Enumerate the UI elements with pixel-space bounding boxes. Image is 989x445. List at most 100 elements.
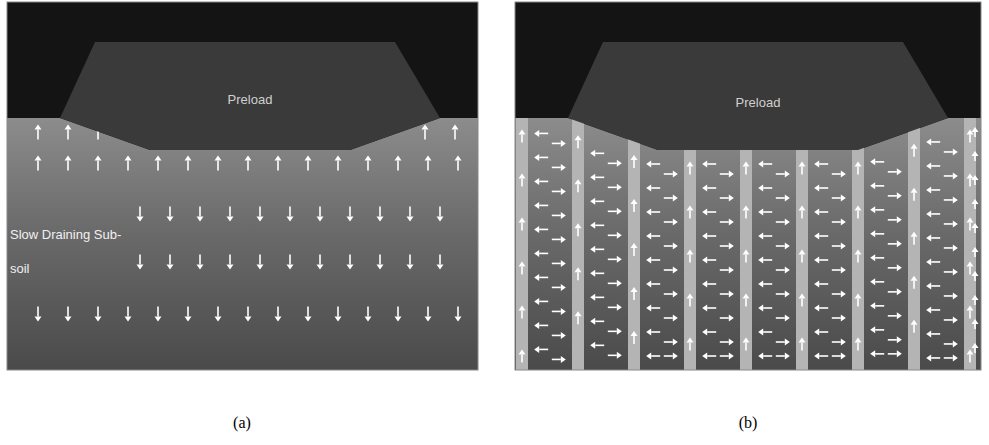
arrow-head [185,317,192,322]
arrow-shaft [969,223,971,231]
arrow-head [870,158,875,165]
vertical-drain [796,118,808,370]
arrow-shaft [707,307,716,309]
arrow-head [455,156,462,161]
flow-arrow [855,294,862,307]
flow-arrow [776,339,790,346]
flow-arrow [855,338,862,351]
arrow-head [646,161,651,168]
arrow-head [814,353,819,360]
arrow-shaft [931,285,940,287]
arrow-head [590,198,595,205]
arrow-head [561,332,566,339]
arrow-head [855,250,862,255]
arrow-shaft [944,271,953,273]
arrow-head [953,268,958,275]
flow-arrow [814,353,828,360]
arrow-head [729,195,734,202]
arrow-shaft [801,343,803,351]
arrow-head [926,210,931,217]
arrow-shaft [139,255,141,265]
arrow-head [287,265,294,270]
arrow-head [785,171,790,178]
arrow-shaft [664,221,673,223]
flow-arrow [758,233,772,240]
arrow-shaft [875,161,884,163]
flow-arrow [575,311,582,324]
flow-arrow [664,219,678,226]
arrow-head [841,171,846,178]
arrow-head [911,320,918,325]
flow-arrow [552,212,566,219]
arrow-shaft [689,255,691,263]
flow-arrow [365,307,372,322]
arrow-head [167,217,174,222]
arrow-head [897,312,902,319]
flow-arrow [702,329,716,336]
arrow-head [841,267,846,274]
arrow-head [377,217,384,222]
arrow-head [95,317,102,322]
flow-arrow [758,185,772,192]
flow-arrow [95,156,102,171]
panel-caption: (b) [739,414,758,432]
flow-arrow [215,307,222,322]
arrow-shaft [776,173,785,175]
arrow-head [575,267,582,272]
arrow-head [814,185,819,192]
flow-arrow [814,209,828,216]
arrow-shaft [832,293,841,295]
arrow-shaft [595,201,604,203]
arrow-shaft [521,179,523,187]
flow-arrow [888,288,902,295]
flow-arrow [944,244,958,251]
flow-arrow [287,207,294,222]
arrow-shaft [277,307,279,317]
arrow-shaft [539,229,548,231]
arrow-shaft [247,307,249,317]
arrow-shaft [931,165,940,167]
arrow-head [519,262,526,267]
arrow-head [673,339,678,346]
flow-arrow [552,356,566,363]
flow-arrow [590,318,604,325]
flow-arrow [832,353,846,360]
arrow-head [687,338,694,343]
arrow-head [702,281,707,288]
arrow-shaft [127,161,129,171]
flow-arrow [646,329,660,336]
arrow-head [137,265,144,270]
arrow-shaft [888,243,897,245]
arrow-shaft [664,355,673,357]
flow-arrow [832,171,846,178]
arrow-shaft [720,317,729,319]
arrow-shaft [289,255,291,265]
arrow-shaft [37,307,39,317]
flow-arrow [967,262,974,275]
arrow-shaft [944,223,953,225]
vertical-drain [516,118,528,370]
arrow-shaft [319,255,321,265]
arrow-head [926,282,931,289]
arrow-head [631,199,638,204]
arrow-shaft [169,255,171,265]
flow-arrow [911,188,918,201]
arrow-shaft [595,297,604,299]
arrow-head [897,288,902,295]
arrow-head [646,233,651,240]
arrow-shaft [539,277,548,279]
flow-arrow [814,305,828,312]
flow-arrow [776,243,790,250]
arrow-head [758,185,763,192]
arrow-head [287,217,294,222]
arrow-shaft [97,161,99,171]
flow-arrow [167,207,174,222]
panel-frame [7,2,478,370]
arrow-head [729,315,734,322]
arrow-shaft [763,235,772,237]
arrow-shaft [289,207,291,217]
arrow-head [967,130,974,135]
flow-arrow [926,330,940,337]
arrow-shaft [720,197,729,199]
arrow-head [35,125,42,130]
